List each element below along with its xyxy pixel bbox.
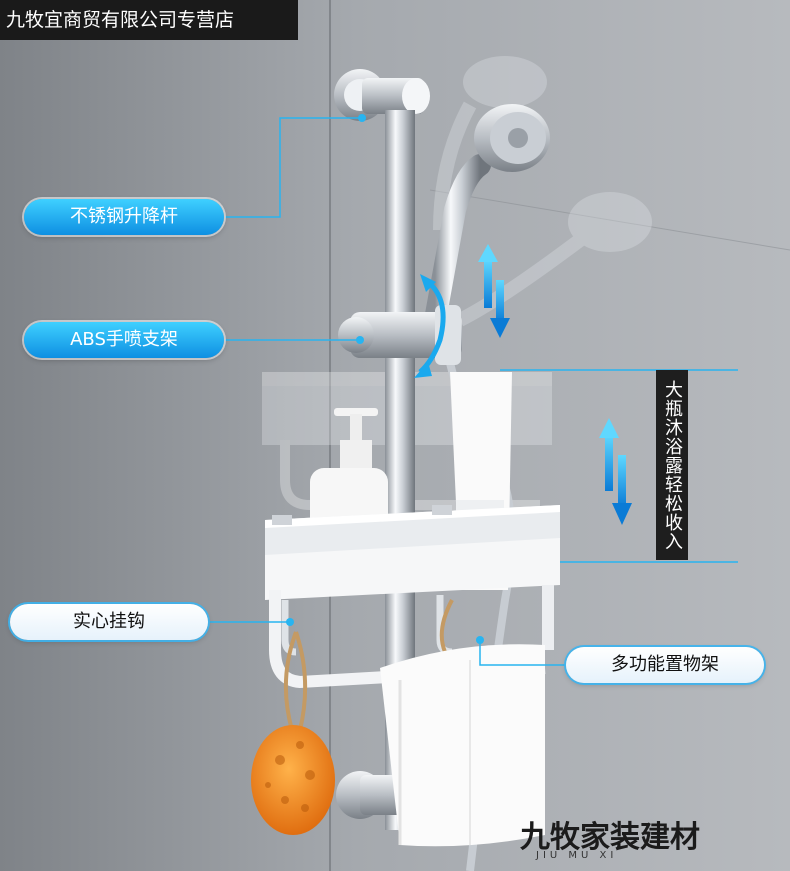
brand-logo: 九牧家装建材 JIU MU XI [520, 812, 788, 868]
callout-abs-holder: ABS手喷支架 [24, 322, 224, 358]
shower-head [424, 104, 550, 331]
brand-name: 九牧家装建材 [520, 820, 700, 855]
hook-left [281, 600, 297, 656]
store-name-banner: 九牧宜商贸有限公司专营店 [0, 0, 298, 40]
tile-line [429, 189, 790, 251]
ghost-showerhead [433, 56, 652, 327]
shelf-updown-arrows [599, 418, 632, 525]
brand-pinyin: JIU MU XI [536, 850, 618, 861]
towel-rope [439, 599, 454, 653]
multi-function-shelf [265, 505, 560, 689]
white-towel [380, 644, 545, 847]
callout-large-bottle: 大瓶沐浴露轻松收入 [656, 370, 688, 560]
callout-solid-hook: 实心挂钩 [10, 604, 208, 640]
holder-updown-arrows [478, 244, 510, 338]
callout-multi-shelf: 多功能置物架 [566, 647, 764, 683]
sponge-rope [283, 631, 298, 731]
abs-holder [338, 305, 462, 365]
callout-lines [210, 117, 738, 666]
orange-sponge [251, 725, 335, 835]
callout-stainless-rail: 不锈钢升降杆 [24, 199, 224, 235]
